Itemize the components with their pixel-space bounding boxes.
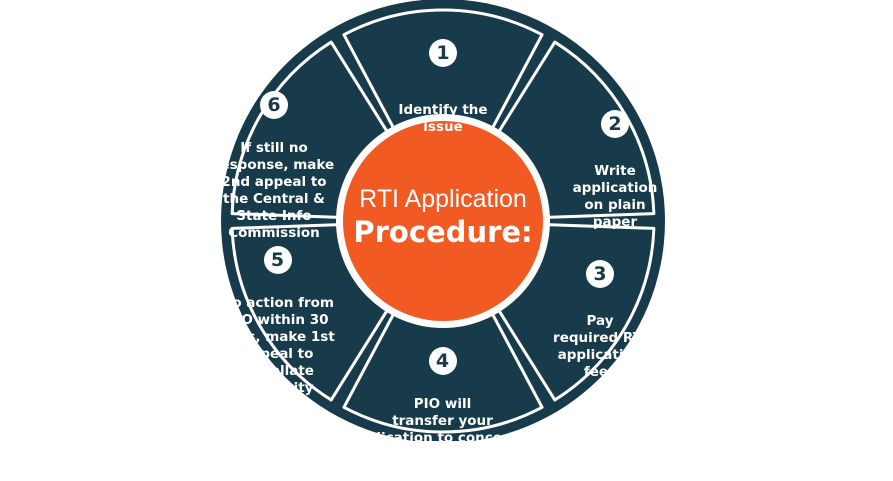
step-2-label: Write application on plain paper	[572, 163, 658, 230]
step-5-label: No action from PIO within 30 days, make …	[220, 295, 335, 396]
step-4-label: PIO will transfer your application to co…	[347, 396, 538, 463]
step-5-number-badge: 5	[263, 246, 292, 274]
step-4-number-badge: 4	[428, 347, 457, 375]
center-title-line2: Procedure:	[353, 215, 533, 249]
step-3-number-badge: 3	[586, 260, 614, 288]
step-3-label: Pay required RTI application fees	[553, 313, 647, 380]
step-1-number-badge: 1	[429, 39, 457, 67]
step-3: 3 Pay required RTI application fees	[535, 243, 665, 398]
center-circle	[343, 121, 543, 321]
step-4: 4 PIO will transfer your application to …	[330, 330, 555, 481]
procedure-wheel	[221, 0, 665, 441]
step-1-label: Identify the issue	[398, 102, 488, 135]
segment-1	[342, 8, 544, 135]
step-6: 6 If still no response, make 2nd appeal …	[204, 74, 344, 259]
step-1: 1 Identify the issue	[373, 22, 513, 153]
center-title: RTI Application Procedure:	[343, 184, 543, 250]
step-6-number-badge: 6	[260, 91, 288, 119]
step-6-label: If still no response, make 2nd appeal to…	[213, 140, 335, 241]
step-2: 2 Write application on plain paper	[560, 93, 670, 248]
step-5: 5 No action from PIO within 30 days, mak…	[205, 229, 350, 414]
center-title-line1: RTI Application	[359, 185, 527, 213]
step-2-number-badge: 2	[601, 110, 629, 138]
rti-procedure-diagram: RTI Application Procedure: 1 Identify th…	[204, 0, 670, 441]
